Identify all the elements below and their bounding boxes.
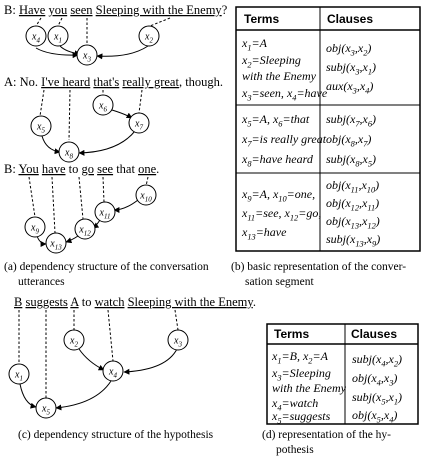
table-b-term: x3​=seen, x4​=have <box>241 86 328 103</box>
sentence-hypothesis: B suggests A to watch Sleeping with the … <box>14 295 256 309</box>
node-b1-x2 <box>138 25 160 47</box>
table-b: Terms Clauses x1​=A x2​=Sleeping with th… <box>235 6 421 252</box>
dep-tree-hypothesis: x2​ x3​ x1​ x4​ x5​ <box>8 309 189 419</box>
svg-text:x11​: x11​ <box>99 208 111 221</box>
node-h-x5 <box>35 397 57 419</box>
node-a-x6 <box>92 94 114 116</box>
node-b2-x12 <box>74 218 96 240</box>
table-b-clause: obj(x13​,x12​) <box>326 214 380 231</box>
dep-tree-a: x6​ x5​ x7​ x8​ <box>30 89 150 163</box>
caption-d-line1: (d) representation of the hy- <box>262 429 391 441</box>
table-d-term: x1​=B, x2​=A <box>271 349 329 366</box>
caption-b-line2: sation segment <box>245 276 314 288</box>
node-b1-x1 <box>47 25 69 47</box>
node-h-x4 <box>102 360 124 382</box>
svg-text:x8​: x8​ <box>64 148 73 161</box>
table-b-clause: subj(x8​,x5​) <box>326 152 376 169</box>
svg-text:x13​: x13​ <box>49 239 62 252</box>
table-b-clause: obj(x8​,x7​) <box>326 132 371 149</box>
table-b-clause: aux(x3​,x4​) <box>326 79 373 96</box>
sentence-a: A: No. I've heard that's really great, t… <box>4 75 223 89</box>
node-h-x1 <box>8 363 30 385</box>
node-h-x3 <box>167 329 189 351</box>
table-d-term: x5​=suggests <box>271 409 331 426</box>
table-d-clause: obj(x4​,x3​) <box>352 371 397 388</box>
table-d-term: x4​=watch <box>271 396 318 413</box>
sentence-b2: B: You have to go see that one. <box>4 162 159 176</box>
table-b-header-terms: Terms <box>244 12 279 26</box>
svg-text:x12​: x12​ <box>78 225 91 238</box>
table-d-header-clauses: Clauses <box>351 327 397 341</box>
svg-text:x3​: x3​ <box>173 336 182 349</box>
node-b1-x4 <box>25 25 47 47</box>
table-b-clause: subj(x13​,x9​) <box>326 232 380 249</box>
node-b2-x10 <box>135 184 157 206</box>
table-d-term: with the Enemy <box>272 381 347 395</box>
caption-a-line1: (a) dependency structure of the conversa… <box>4 261 209 273</box>
table-d-clause: obj(x5​,x4​) <box>352 408 397 425</box>
table-b-term: x5​=A, x6​=that <box>241 112 310 129</box>
table-d-clause: subj(x4​,x2​) <box>352 352 402 369</box>
node-a-x7 <box>128 112 150 134</box>
table-b-clause: obj(x3​,x2​) <box>326 41 371 58</box>
table-b-term: x9​=A, x10​=one, <box>241 187 315 204</box>
svg-text:x9​: x9​ <box>30 223 39 236</box>
svg-text:x4​: x4​ <box>108 367 117 380</box>
table-d-clause: subj(x5​,x1​) <box>352 390 402 407</box>
table-d-term: x3​=Sleeping <box>271 366 331 383</box>
node-b2-x13 <box>45 232 67 254</box>
table-b-clause: subj(x7​,x6​) <box>326 112 376 129</box>
table-b-term: x8​=have heard <box>241 152 314 169</box>
node-b1-x3 <box>76 44 98 66</box>
table-b-term: x1​=A <box>241 36 268 53</box>
svg-text:x6​: x6​ <box>98 101 107 114</box>
node-b2-x9 <box>24 216 46 238</box>
table-b-term: x7​=is really great <box>241 132 327 149</box>
dep-tree-b2: x10​ x11​ x9​ x12​ x13​ <box>24 176 157 254</box>
node-h-x2 <box>63 329 85 351</box>
svg-text:x2​: x2​ <box>69 336 78 349</box>
node-a-x5 <box>30 115 52 137</box>
table-d: Terms Clauses x1​=B, x2​=A x3​=Sleeping … <box>266 323 419 426</box>
table-b-term: x11​=see, x12​=go, <box>241 206 321 223</box>
svg-text:x4​: x4​ <box>31 32 40 45</box>
table-b-clause: obj(x12​,x11​) <box>326 196 379 213</box>
table-b-header-clauses: Clauses <box>327 12 373 26</box>
table-b-term: x13​=have <box>241 225 287 242</box>
svg-text:x1​: x1​ <box>53 32 62 45</box>
svg-text:x2​: x2​ <box>144 32 153 45</box>
table-d-header-terms: Terms <box>274 327 309 341</box>
table-b-term: with the Enemy <box>242 69 317 83</box>
table-b-clause: subj(x3​,x1​) <box>326 60 376 77</box>
caption-a-line2: utterances <box>18 276 65 288</box>
caption-c: (c) dependency structure of the hypothes… <box>18 429 214 441</box>
table-b-term: x2​=Sleeping <box>241 53 301 70</box>
node-b2-x11 <box>94 201 116 223</box>
svg-text:x5​: x5​ <box>36 122 45 135</box>
node-a-x8 <box>58 141 80 163</box>
svg-text:x7​: x7​ <box>134 119 143 132</box>
svg-text:x5​: x5​ <box>41 404 50 417</box>
table-b-clause: obj(x11​,x10​) <box>326 178 379 195</box>
caption-b-line1: (b) basic representation of the conver- <box>231 261 406 273</box>
svg-text:x1​: x1​ <box>14 370 23 383</box>
svg-text:x10​: x10​ <box>139 191 152 204</box>
caption-d-line2: pothesis <box>276 444 314 456</box>
svg-text:x3​: x3​ <box>82 51 91 64</box>
dep-tree-b1: x4​ x1​ x2​ x3​ <box>25 17 171 66</box>
sentence-b1: B: Have you seen Sleeping with the Enemy… <box>4 3 228 17</box>
